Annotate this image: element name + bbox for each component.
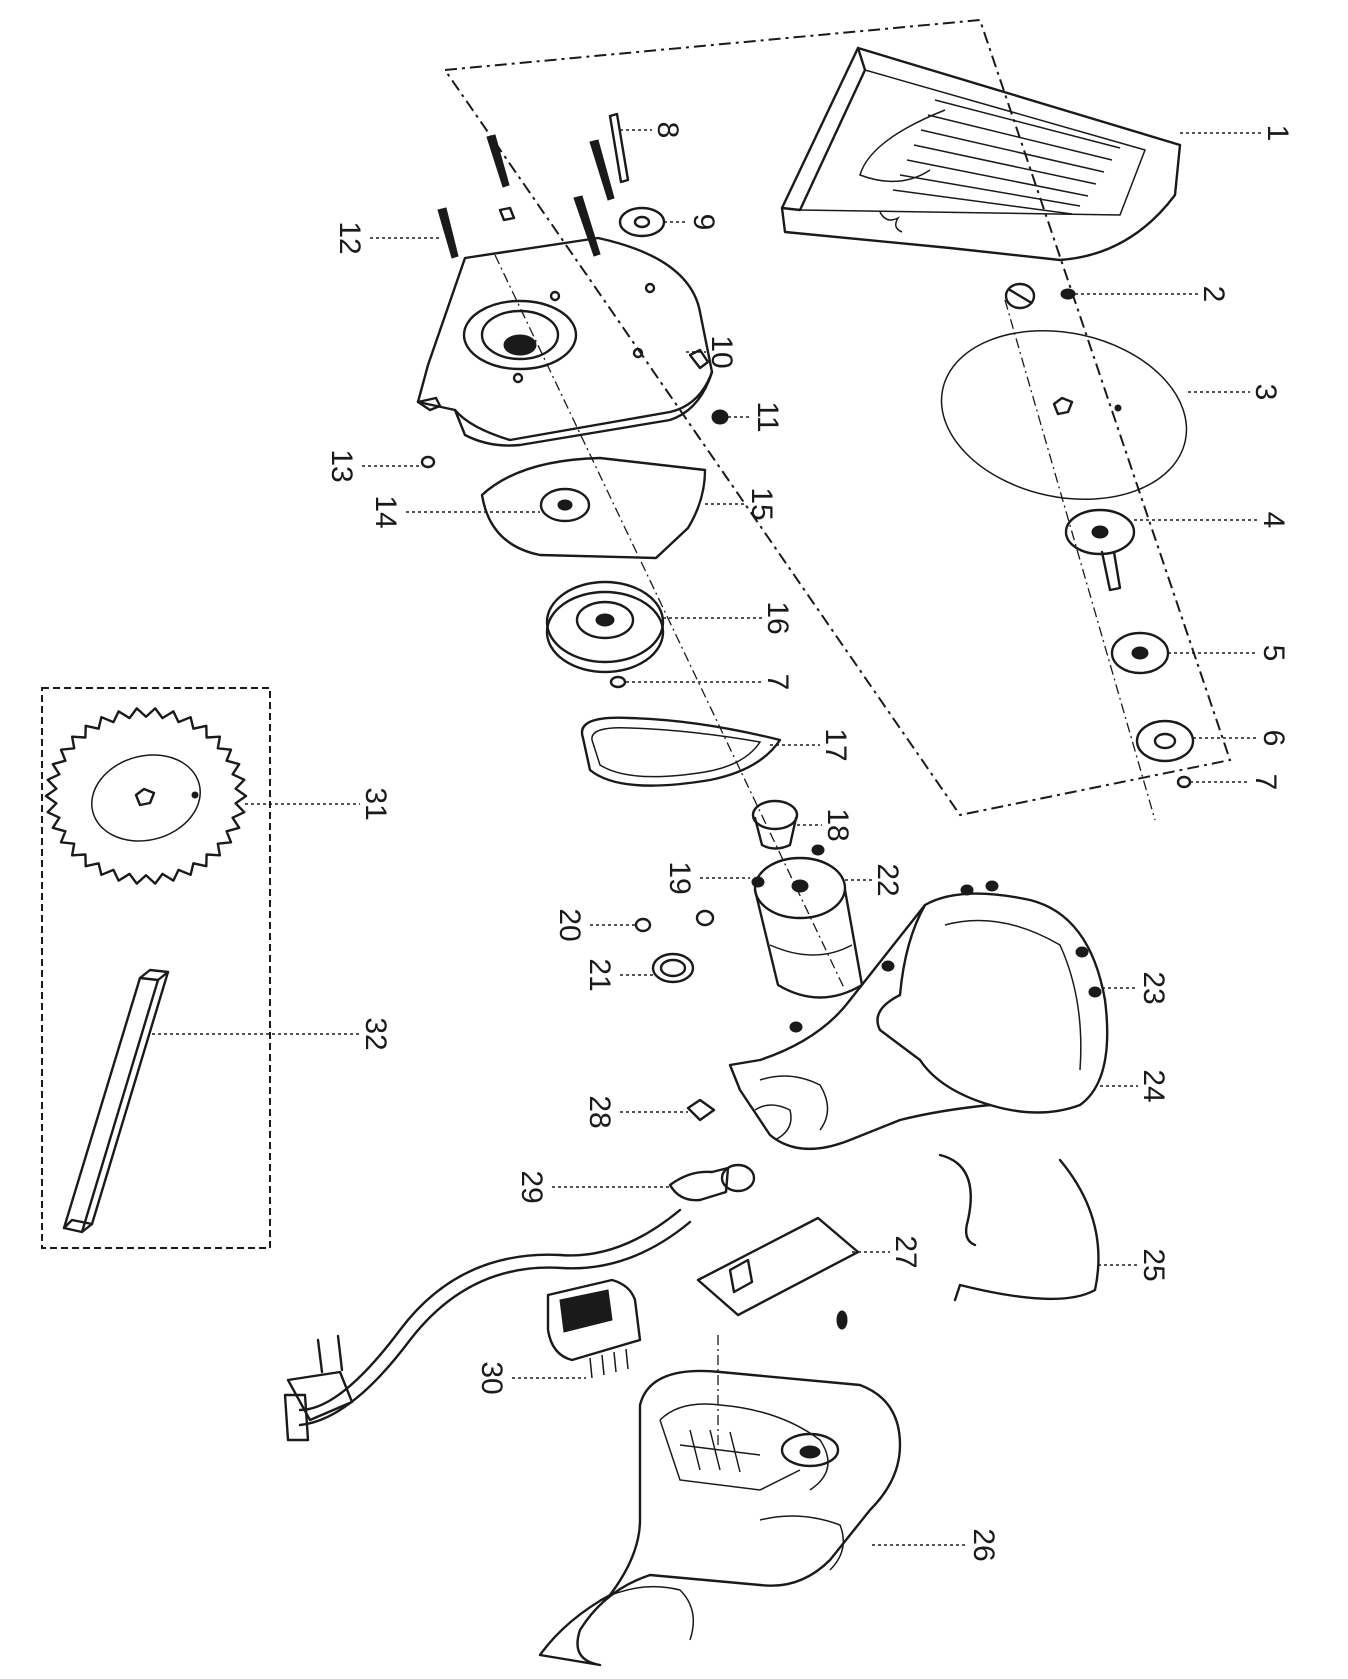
callout-label: 8 <box>651 122 684 139</box>
callout-label: 6 <box>1257 730 1290 747</box>
callout-label: 7 <box>761 674 794 691</box>
callout-labels: 1 2 3 4 5 6 7 8 9 10 11 12 13 14 15 16 7… <box>325 122 1294 1562</box>
part-6-washer <box>1135 719 1195 763</box>
part-10-gear-housing <box>416 236 714 447</box>
part-19-screw-b <box>811 844 825 856</box>
part-14-bearing <box>539 487 591 523</box>
callout-label: 31 <box>359 787 392 820</box>
part-18-motor-pulley <box>751 799 799 850</box>
callout-label: 24 <box>1137 1069 1170 1102</box>
callout-label: 29 <box>515 1170 548 1203</box>
part-22-motor <box>753 856 864 999</box>
part-30-switch <box>546 1278 642 1379</box>
part-20-washer <box>634 917 652 933</box>
callout-label: 1 <box>1261 125 1294 142</box>
blade-assembly-frame <box>443 18 1232 817</box>
part-7-circlip-center <box>609 675 627 689</box>
callout-label: 10 <box>705 335 738 368</box>
callout-label: 28 <box>583 1095 616 1128</box>
callout-label: 20 <box>553 908 586 941</box>
callout-label: 9 <box>687 214 720 231</box>
part-32-sharpening-stone <box>62 968 170 1234</box>
part-24-upper-housing <box>728 892 1109 1150</box>
callout-label: 3 <box>1249 384 1282 401</box>
callout-label: 14 <box>369 495 402 528</box>
callout-label: 13 <box>325 449 358 482</box>
callout-label: 21 <box>583 958 616 991</box>
part-25-wires <box>938 1153 1100 1302</box>
motor-axis-line <box>494 254 846 991</box>
part-3-blade <box>940 330 1188 500</box>
leader-lines <box>152 129 1262 1546</box>
part-23-screws <box>789 880 1102 1033</box>
callout-label: 18 <box>821 808 854 841</box>
part-9-washer <box>618 206 666 238</box>
callout-label: 22 <box>871 863 904 896</box>
callout-label: 7 <box>1249 774 1282 791</box>
part-15-gasket <box>480 456 707 560</box>
part-17-belt <box>580 716 782 787</box>
part-12-square-nut <box>498 206 516 222</box>
part-28-clamp <box>686 1098 716 1122</box>
callout-label: 27 <box>889 1235 922 1268</box>
part-16-pulley <box>545 580 665 674</box>
part-12-screws <box>437 134 615 259</box>
callout-label: 25 <box>1137 1248 1170 1281</box>
part-1-blade-guard <box>780 46 1182 262</box>
callout-label: 30 <box>475 1361 508 1394</box>
callout-label: 32 <box>359 1017 392 1050</box>
callout-label: 12 <box>333 221 366 254</box>
part-11-nut <box>711 409 729 425</box>
callout-label: 26 <box>967 1528 1000 1561</box>
callout-label: 2 <box>1197 286 1230 303</box>
callout-label: 19 <box>663 861 696 894</box>
callout-label: 4 <box>1257 512 1290 529</box>
part-21-ring <box>651 952 695 984</box>
part-20-washer-b <box>695 909 715 927</box>
part-27-circuit-board <box>696 1216 860 1330</box>
part-4-hub <box>1064 508 1136 592</box>
callout-label: 23 <box>1137 971 1170 1004</box>
blade-axis-line <box>1004 299 1156 821</box>
callout-label: 17 <box>819 728 852 761</box>
callout-label: 11 <box>751 401 784 432</box>
part-29-cord-and-plug <box>283 1163 756 1442</box>
part-7-circlip <box>1176 775 1192 789</box>
part-13-screw <box>420 455 436 469</box>
callout-label: 5 <box>1257 645 1290 662</box>
part-26-lower-housing <box>538 1369 902 1667</box>
callout-label: 15 <box>745 487 778 520</box>
part-5-bearing <box>1110 631 1170 675</box>
part-2-nut <box>1004 282 1076 310</box>
part-31-serrated-blade <box>44 707 248 885</box>
callout-label: 16 <box>761 601 794 634</box>
accessory-kit-frame <box>41 687 271 1249</box>
part-8-pin <box>608 112 630 184</box>
